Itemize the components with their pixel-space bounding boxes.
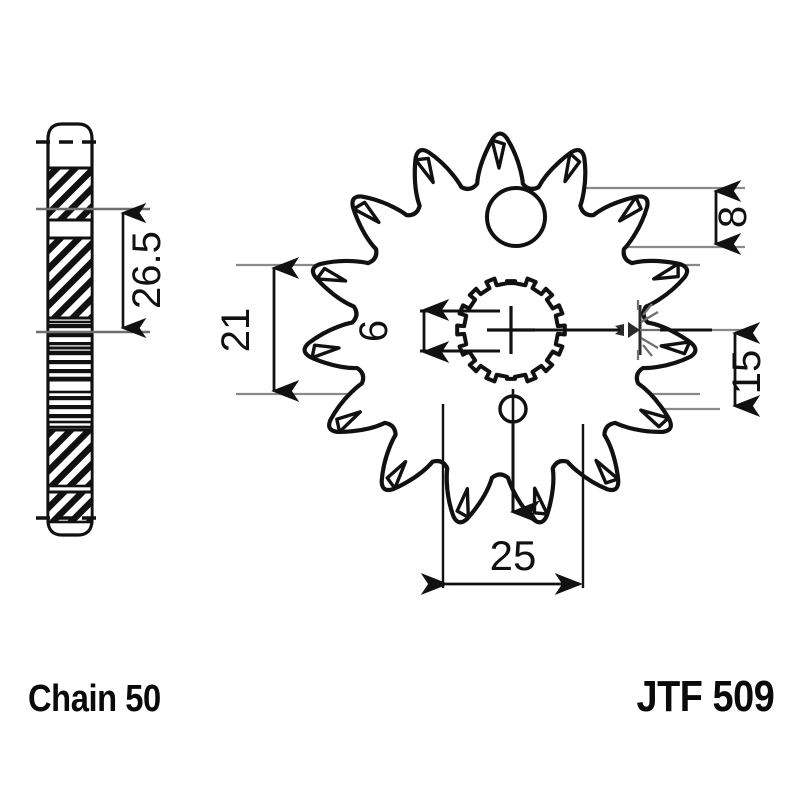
side-view-centerline-ticks bbox=[36, 140, 104, 520]
dimension-21: 21 bbox=[214, 257, 300, 402]
tooth-notch bbox=[335, 410, 362, 434]
tooth-notch bbox=[413, 156, 435, 185]
tooth-notch bbox=[490, 138, 506, 170]
hatch-block bbox=[46, 236, 94, 320]
center-crosshair bbox=[487, 306, 535, 354]
dimension-label-21: 21 bbox=[214, 308, 258, 353]
tooth-notch bbox=[351, 200, 381, 225]
tooth-notch bbox=[652, 262, 680, 281]
side-view-internal-lines bbox=[48, 166, 92, 494]
hatch-block bbox=[46, 428, 94, 488]
part-number-label: JTF 509 bbox=[636, 672, 774, 721]
tooth-notch bbox=[310, 343, 341, 360]
lightening-hole bbox=[485, 186, 547, 248]
dimension-26-5: 26.5 bbox=[36, 202, 169, 339]
chain-label: Chain 50 bbox=[28, 678, 161, 720]
splined-center-bore bbox=[455, 276, 567, 384]
tooth-notch bbox=[315, 266, 348, 283]
small-pin-hole bbox=[498, 389, 528, 429]
tooth-notch bbox=[563, 151, 582, 184]
dimension-label-8: 8 bbox=[711, 206, 755, 228]
hatch-block-fine bbox=[46, 350, 94, 380]
front-sprocket-view: 21 6 8 15 bbox=[214, 131, 769, 595]
tooth-notch bbox=[618, 195, 643, 223]
dimension-label-25: 25 bbox=[490, 532, 537, 579]
dimension-25: 25 bbox=[420, 404, 585, 595]
dimension-label-26-5: 26.5 bbox=[125, 231, 169, 309]
side-section-view: 26.5 bbox=[36, 122, 169, 537]
tooth-notch bbox=[455, 486, 471, 520]
tooth-notch bbox=[385, 459, 408, 490]
dimension-8: 8 bbox=[711, 180, 755, 255]
tooth-notch bbox=[639, 408, 671, 429]
dimension-label-15: 15 bbox=[725, 350, 769, 395]
dimension-15: 15 bbox=[725, 322, 769, 417]
dimension-6: 6 bbox=[352, 299, 500, 363]
tooth-notch bbox=[594, 458, 620, 485]
dimension-label-6: 6 bbox=[352, 320, 396, 342]
hatch-block bbox=[46, 166, 94, 222]
tooth-notch bbox=[659, 340, 692, 356]
hatch-block-fine bbox=[46, 390, 94, 424]
